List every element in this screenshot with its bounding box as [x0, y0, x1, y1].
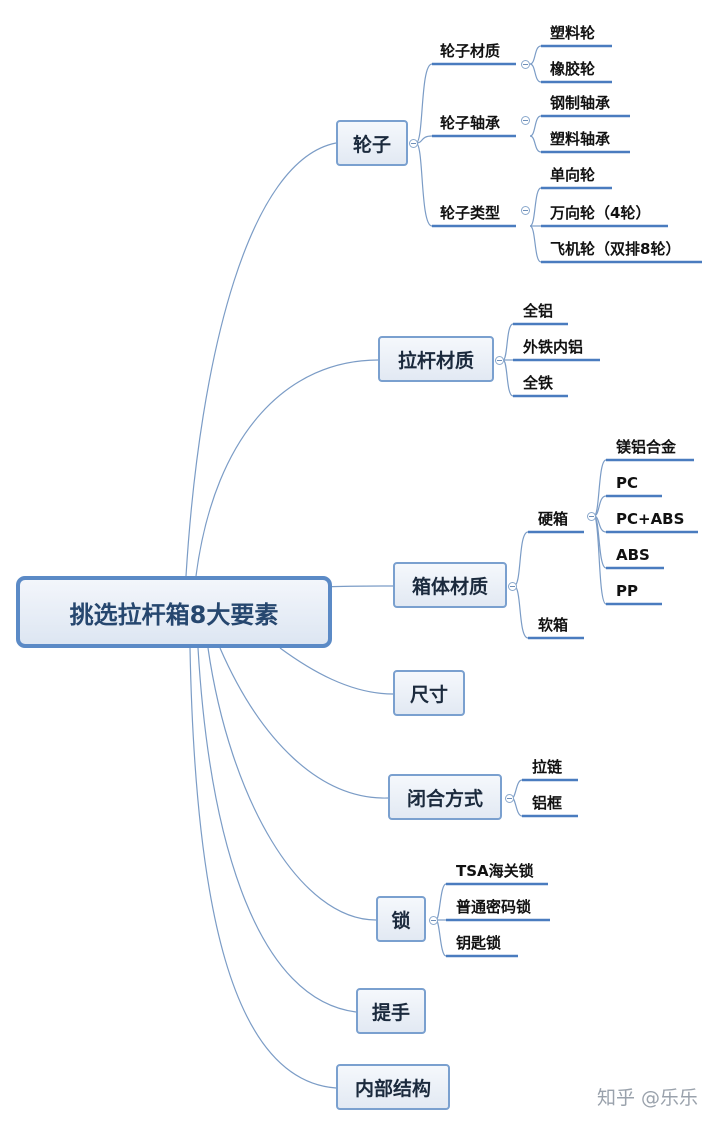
wheel-bearing-label[interactable]: 轮子轴承 [440, 114, 501, 132]
hard-shell-item[interactable]: PC+ABS [616, 510, 685, 528]
branch-wheels[interactable]: 轮子 [336, 120, 408, 166]
branch-lock[interactable]: 锁 [376, 896, 426, 942]
hard-shell-item[interactable]: ABS [616, 546, 650, 564]
lock-item[interactable]: 钥匙锁 [456, 934, 502, 952]
soft-shell-label[interactable]: 软箱 [538, 616, 569, 634]
hard-shell-item[interactable]: PP [616, 582, 638, 600]
hard-shell-item[interactable]: 镁铝合金 [616, 438, 677, 456]
branch-handle[interactable]: 提手 [356, 988, 426, 1034]
wheel-material-item[interactable]: 橡胶轮 [550, 60, 596, 78]
rod-material-item[interactable]: 全铝 [523, 302, 554, 320]
wheel-type-label[interactable]: 轮子类型 [440, 204, 501, 222]
closure-item[interactable]: 铝框 [532, 794, 563, 812]
branch-interior[interactable]: 内部结构 [336, 1064, 450, 1110]
branch-size[interactable]: 尺寸 [393, 670, 465, 716]
lock-item[interactable]: 普通密码锁 [456, 898, 532, 916]
wheel-type-item[interactable]: 单向轮 [550, 166, 596, 184]
collapse-toggle-icon[interactable] [521, 206, 530, 215]
collapse-toggle-icon[interactable] [587, 512, 596, 521]
collapse-toggle-icon[interactable] [409, 139, 418, 148]
wheel-material-label[interactable]: 轮子材质 [440, 42, 501, 60]
watermark: 知乎 @乐乐 [596, 1087, 698, 1109]
wheel-type-item[interactable]: 万向轮（4轮） [550, 204, 651, 222]
branch-shell-material[interactable]: 箱体材质 [393, 562, 507, 608]
collapse-toggle-icon[interactable] [521, 116, 530, 125]
closure-item[interactable]: 拉链 [532, 758, 563, 776]
collapse-toggle-icon[interactable] [495, 356, 504, 365]
wheel-bearing-item[interactable]: 塑料轴承 [550, 130, 611, 148]
rod-material-item[interactable]: 全铁 [523, 374, 554, 392]
rod-material-item[interactable]: 外铁内铝 [523, 338, 584, 356]
wheel-type-item[interactable]: 飞机轮（双排8轮） [550, 240, 681, 258]
wheel-material-item[interactable]: 塑料轮 [550, 24, 596, 42]
collapse-toggle-icon[interactable] [508, 582, 517, 591]
wheel-bearing-item[interactable]: 钢制轴承 [550, 94, 611, 112]
collapse-toggle-icon[interactable] [429, 916, 438, 925]
hard-shell-item[interactable]: PC [616, 474, 639, 492]
branch-closure[interactable]: 闭合方式 [388, 774, 502, 820]
root-topic[interactable]: 挑选拉杆箱8大要素 [16, 576, 332, 648]
collapse-toggle-icon[interactable] [521, 60, 530, 69]
lock-item[interactable]: TSA海关锁 [456, 862, 534, 880]
branch-rod-material[interactable]: 拉杆材质 [378, 336, 494, 382]
collapse-toggle-icon[interactable] [505, 794, 514, 803]
hard-shell-label[interactable]: 硬箱 [538, 510, 569, 528]
